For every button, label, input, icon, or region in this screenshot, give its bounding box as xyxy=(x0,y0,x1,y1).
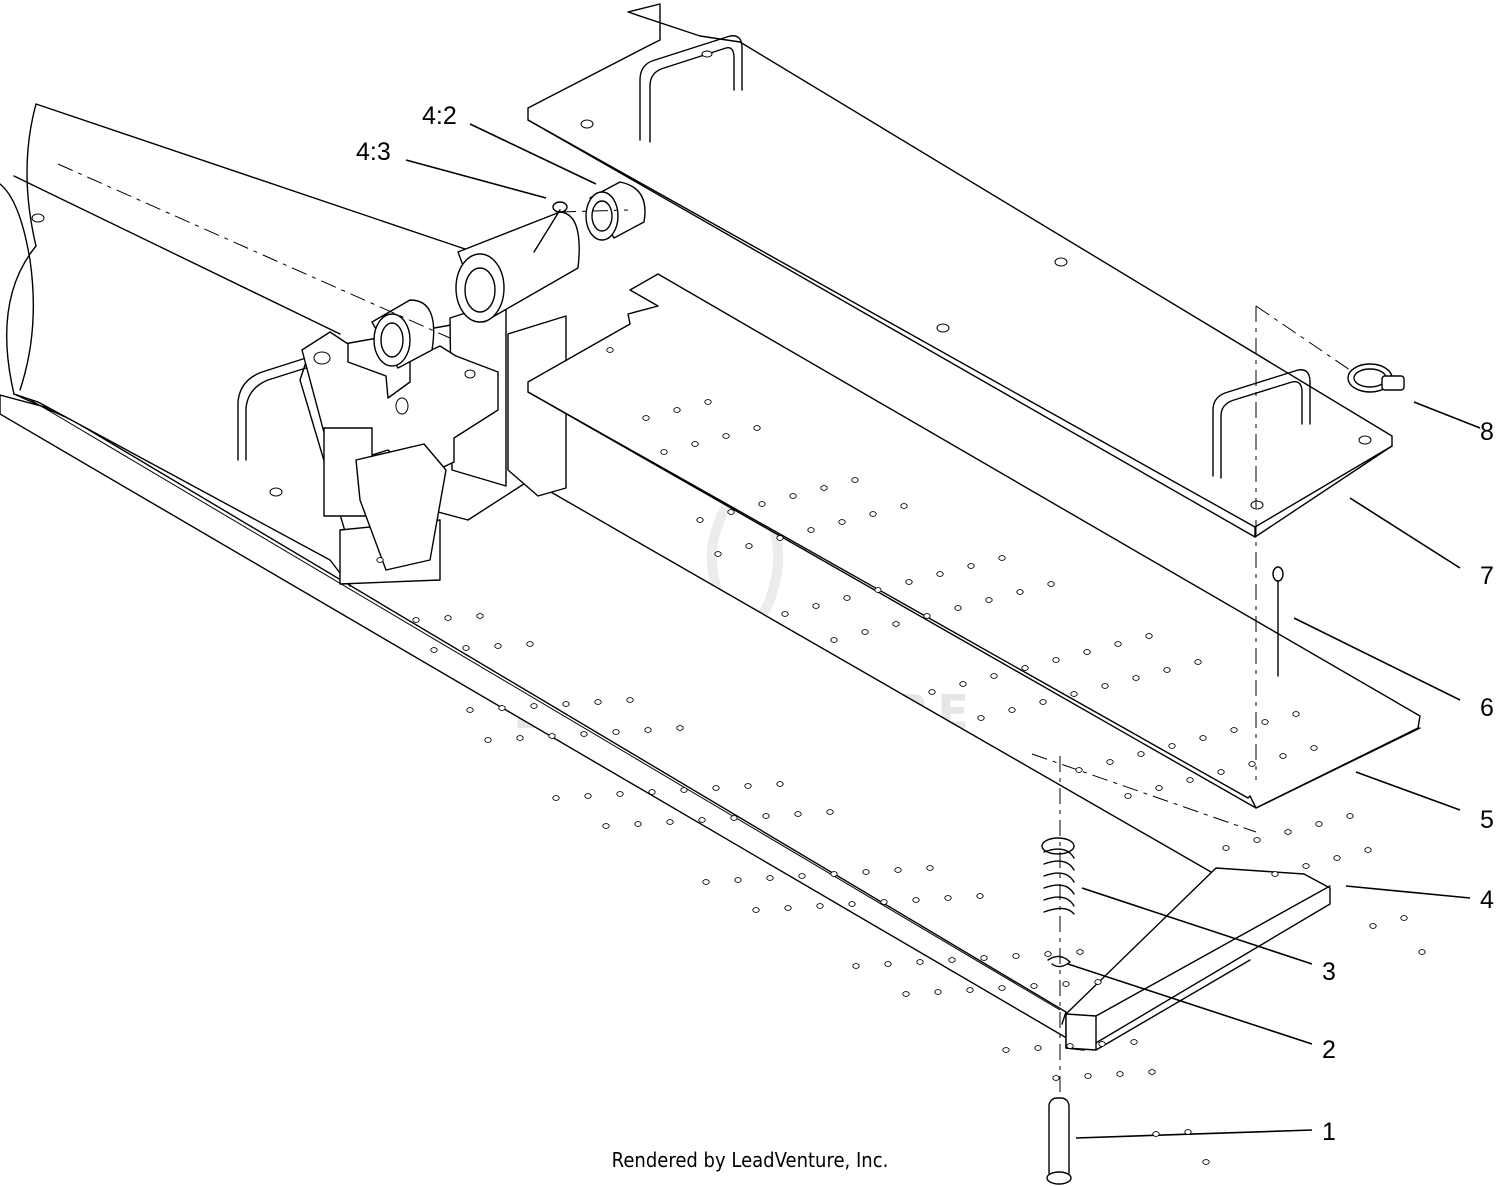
spring-part-3 xyxy=(1041,837,1075,915)
lynch-pin-part-8 xyxy=(1347,363,1405,393)
callout-2: 2 xyxy=(1322,1036,1336,1064)
callout-4-3: 4:3 xyxy=(356,138,391,166)
rod-part-6 xyxy=(1272,566,1284,677)
blade-moldboard xyxy=(0,103,469,587)
callout-8: 8 xyxy=(1480,418,1494,446)
mount-bracket xyxy=(301,299,567,585)
leader-lines xyxy=(405,123,1481,1139)
pin-part-1 xyxy=(1046,1097,1072,1185)
frame-tube-part-4 xyxy=(1065,867,1331,1051)
callout-4-2: 4:2 xyxy=(422,102,457,130)
callout-3: 3 xyxy=(1322,958,1336,986)
footer-credit: Rendered by LeadVenture, Inc. xyxy=(611,1148,889,1172)
callout-4: 4 xyxy=(1480,886,1494,914)
callout-6: 6 xyxy=(1480,694,1494,722)
pivot-tube xyxy=(371,181,646,369)
clip-part-2 xyxy=(1047,955,1071,968)
callout-1: 1 xyxy=(1322,1118,1336,1146)
assembly-lines xyxy=(57,163,1351,1098)
perforation-holes xyxy=(376,347,1426,1165)
top-plate-part-7 xyxy=(527,3,1393,538)
callout-5: 5 xyxy=(1480,806,1494,834)
callout-7: 7 xyxy=(1480,562,1494,590)
middle-plate-part-5 xyxy=(527,273,1421,809)
